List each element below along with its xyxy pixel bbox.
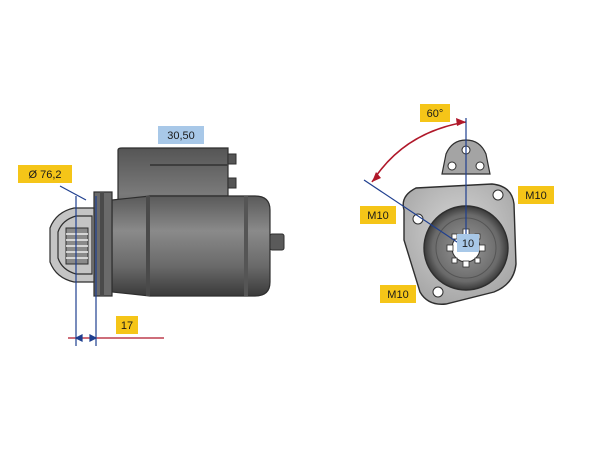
pinion-gear [65,227,89,265]
motor-body [111,195,285,297]
label-bolt-bottom: M10 [380,285,416,303]
label-angle: 60° [420,104,450,122]
label-bolt-left-text: M10 [367,210,388,222]
label-bolt-left: M10 [360,206,396,224]
mounting-flange [93,191,113,297]
label-length: 30,50 [158,126,204,144]
label-diameter: Ø 76,2 [18,165,72,183]
label-teeth-text: 10 [462,238,474,250]
label-bolt-bottom-text: M10 [387,289,408,301]
label-offset-text: 17 [121,320,133,332]
label-offset: 17 [116,316,138,334]
label-diameter-text: Ø 76,2 [28,169,61,181]
label-teeth: 10 [457,234,479,252]
dimension-lines [59,185,164,346]
angle-indicator [363,118,467,249]
label-bolt-right-text: M10 [525,190,546,202]
label-angle-text: 60° [427,108,444,120]
label-length-text: 30,50 [167,130,195,142]
side-view [49,147,285,346]
label-bolt-right: M10 [518,186,554,204]
